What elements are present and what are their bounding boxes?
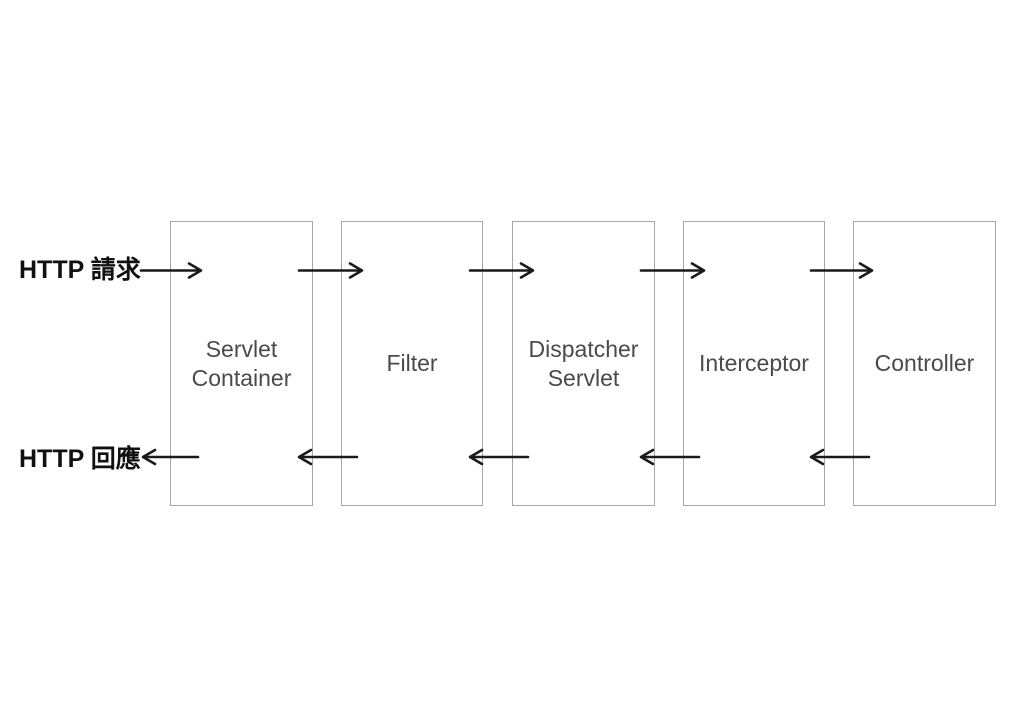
http-request-label: HTTP 請求 [19,256,141,284]
box-filter-label: Filter [386,350,438,377]
box-servlet-container: Servlet Container [170,221,313,506]
box-interceptor: Interceptor [683,221,825,506]
box-dispatcher-servlet: Dispatcher Servlet [512,221,655,506]
box-controller-label: Controller [874,350,975,377]
http-response-label: HTTP 回應 [19,445,141,473]
box-dispatcher-servlet-label: Dispatcher Servlet [528,335,639,391]
left-arrowhead-icon [141,448,157,466]
box-controller: Controller [853,221,996,506]
box-servlet-container-label: Servlet Container [191,335,292,391]
box-interceptor-label: Interceptor [699,350,809,377]
box-filter: Filter [341,221,483,506]
